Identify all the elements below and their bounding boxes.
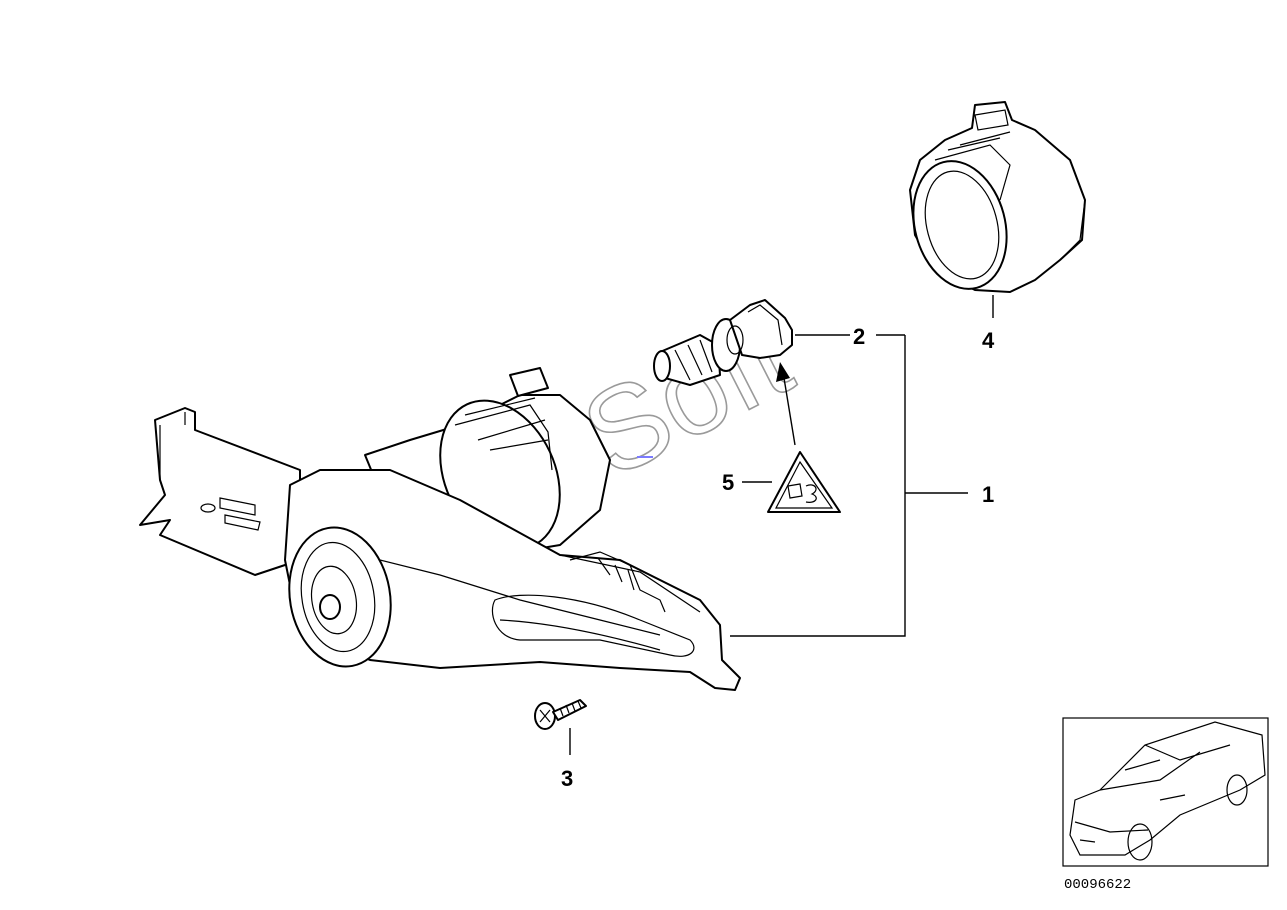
- callout-4: 4: [982, 328, 995, 353]
- arrow-shaft: [782, 371, 796, 446]
- part-5-warning-label[interactable]: [767, 451, 841, 513]
- part-1-fog-light-housing[interactable]: [139, 367, 741, 691]
- callout-3: 3: [561, 766, 573, 791]
- part-4-trim-ring[interactable]: [900, 101, 1086, 299]
- callout-2: 2: [853, 324, 865, 349]
- arrow-head-icon: [776, 362, 790, 382]
- part-3-screw[interactable]: [534, 699, 587, 730]
- callout-1: 1: [982, 482, 994, 507]
- reference-number: 00096622: [1064, 877, 1131, 893]
- callout-5: 5: [722, 470, 734, 495]
- part-2-bulb[interactable]: [653, 299, 793, 386]
- leader-1-bracket: [730, 335, 906, 637]
- vehicle-thumbnail: [1062, 717, 1269, 867]
